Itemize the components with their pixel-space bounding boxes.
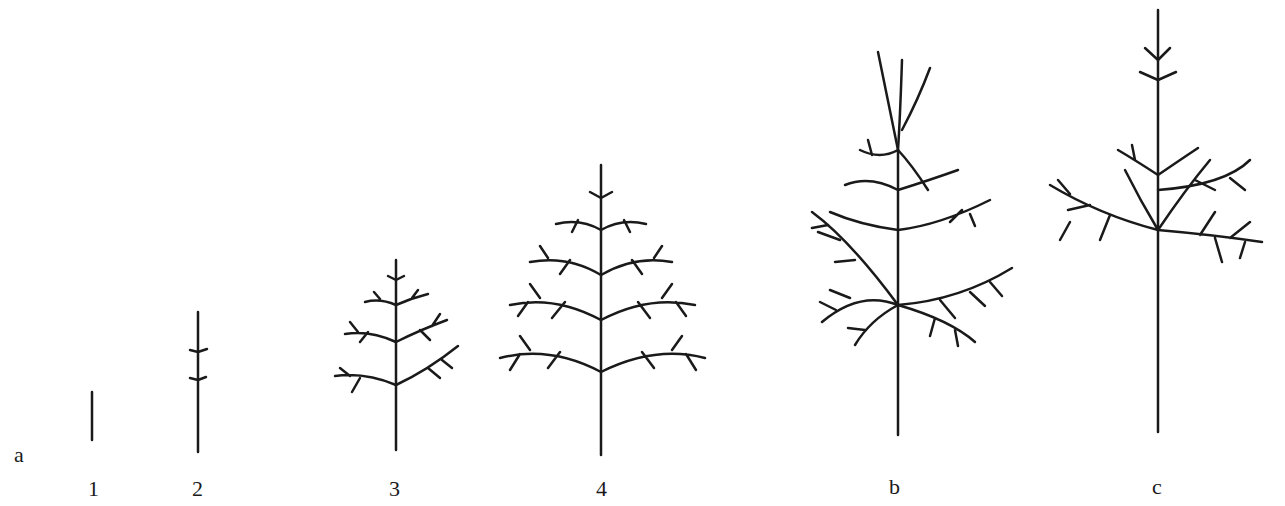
- tree-stage-b: [812, 52, 1012, 435]
- young-tree-3: [335, 260, 458, 450]
- tree-stage-c: [1050, 10, 1262, 432]
- young-tree-2: [190, 312, 207, 452]
- young-tree-4: [500, 165, 705, 455]
- stage-label: 4: [596, 478, 607, 500]
- seedling-stem: [91, 392, 94, 440]
- stage-label: 3: [389, 478, 400, 500]
- stage-label: 2: [192, 478, 203, 500]
- stage-label: 1: [88, 478, 99, 500]
- stage-label: b: [889, 476, 900, 498]
- stage-label: c: [1152, 476, 1162, 498]
- stage-label: a: [14, 444, 24, 466]
